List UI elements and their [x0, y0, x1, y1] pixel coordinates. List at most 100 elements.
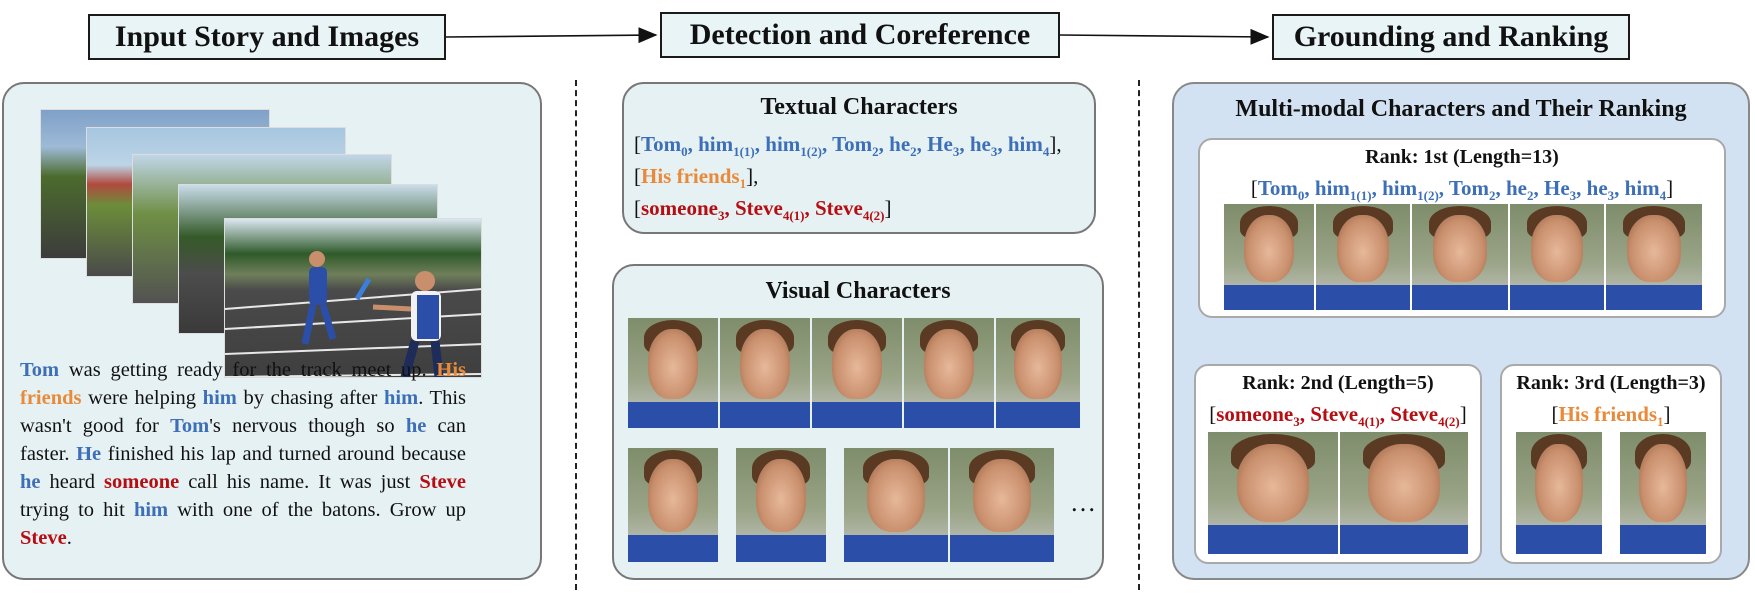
- mention-text: him: [1382, 176, 1418, 200]
- textual-characters-title: Textual Characters: [760, 94, 958, 120]
- mention-index: 3: [990, 144, 998, 160]
- visual-characters-panel: Visual Characters …: [612, 264, 1104, 580]
- mention: him1(2): [765, 132, 822, 158]
- mention-index: 4(2): [862, 208, 885, 224]
- mention-index: 1: [739, 176, 747, 192]
- mention: he3: [1586, 176, 1615, 204]
- mention: Tom0: [641, 132, 688, 160]
- mention-separator: ,: [804, 196, 815, 220]
- mention-text: him: [1007, 132, 1043, 156]
- visual-face-1: [628, 318, 718, 428]
- mention-text: He: [1543, 176, 1570, 200]
- story-mention-orange: His friends: [20, 359, 466, 409]
- visual-face-5: [996, 318, 1080, 428]
- stage-grounding-box: Grounding and Ranking: [1272, 14, 1630, 60]
- mention: him1(2): [1382, 176, 1439, 202]
- rank-3-face-2: [1620, 432, 1706, 554]
- mention-index: 0: [1297, 188, 1305, 204]
- mention-separator: ,: [916, 132, 928, 156]
- bracket-close: ]: [1666, 176, 1674, 200]
- mention-separator: ,: [1495, 176, 1506, 200]
- mention-index: 3: [1569, 188, 1577, 204]
- mention-separator: ,: [1299, 402, 1311, 426]
- rank-1-face-1: [1224, 204, 1314, 310]
- bracket-close: ]: [1663, 402, 1671, 426]
- mention: him4: [1624, 176, 1667, 202]
- mention-index: 0: [681, 144, 688, 160]
- visual-ellipsis: …: [1070, 488, 1096, 517]
- bracket-open: [: [634, 196, 641, 220]
- story-text-segment: by chasing after: [236, 387, 384, 409]
- mention: someone3: [1216, 402, 1300, 430]
- mention-text: he: [1586, 176, 1608, 200]
- story-image-5: [224, 218, 482, 378]
- bracket-open: [: [1209, 402, 1217, 426]
- bracket-close: ]: [746, 164, 754, 188]
- mention-text: His friends: [1558, 402, 1658, 426]
- mention-text: him: [1624, 176, 1660, 200]
- story-mention-red: someone: [104, 471, 180, 493]
- mention-text: His friends: [641, 164, 740, 188]
- bracket-close: ]: [1459, 402, 1467, 426]
- mention-index: 3: [1293, 414, 1300, 430]
- visual-face-8: [844, 448, 948, 562]
- story-text-segment: . This wasn't good for: [20, 387, 467, 437]
- story-mention-blue: him: [133, 499, 169, 521]
- bracket-open: [: [1250, 176, 1258, 200]
- story-panel: Tom was getting ready for the track meet…: [2, 82, 542, 580]
- story-text-segment: were helping: [81, 387, 203, 409]
- mention-text: he: [889, 132, 911, 156]
- mention-text: He: [927, 132, 953, 156]
- mention-text: Steve: [815, 196, 863, 220]
- mention-text: he: [1505, 176, 1527, 200]
- mention-index: 4(2): [1438, 414, 1460, 430]
- mention: Tom2: [832, 132, 879, 158]
- rank-3-faces: [1516, 432, 1710, 556]
- mention: His friends1: [641, 164, 747, 192]
- story-mention-blue: Tom: [20, 359, 60, 381]
- story-text-segment: finished his lap and turned around becau…: [101, 443, 466, 465]
- mention-index: 2: [1488, 188, 1496, 204]
- story-mention-blue: him: [202, 387, 237, 409]
- rank-1-face-3: [1412, 204, 1508, 310]
- visual-face-4: [904, 318, 994, 428]
- story-text-segment: .: [66, 527, 72, 549]
- mention-text: Steve: [735, 196, 783, 220]
- story-text-segment: was getting ready for the track meet up.: [59, 359, 437, 381]
- mention-separator: ,: [1438, 176, 1449, 200]
- rank-1-face-4: [1510, 204, 1604, 310]
- mention-index: 4: [1042, 144, 1050, 160]
- mention-index: 1(1): [1349, 188, 1372, 204]
- grounding-panel: Multi-modal Characters and Their Ranking…: [1172, 82, 1750, 580]
- mention: He3: [927, 132, 959, 158]
- track-scene: [225, 251, 481, 377]
- mention: he2: [1505, 176, 1534, 202]
- story-text-segment: can faster.: [20, 415, 466, 465]
- rank-2-face-2: [1340, 432, 1468, 554]
- runner-figure-1: [301, 251, 337, 345]
- rank-2-mentions: [someone3, Steve4(1), Steve4(2)]: [1196, 398, 1480, 430]
- stage-detection-label: Detection and Coreference: [689, 18, 1031, 51]
- story-text-segment: trying to hit: [20, 499, 134, 521]
- mention-text: him: [1314, 176, 1350, 200]
- mention-text: him: [698, 132, 734, 156]
- story-mention-red: Steve: [20, 527, 67, 549]
- arrow-detection-to-grounding: [1059, 28, 1270, 45]
- visual-face-6: [628, 448, 718, 562]
- mention-index: 3: [1607, 188, 1615, 204]
- mention-separator: ,: [1533, 176, 1544, 200]
- rank-1-face-5: [1606, 204, 1702, 310]
- mention-separator: ,: [878, 132, 890, 156]
- stage-grounding-label: Grounding and Ranking: [1293, 20, 1609, 53]
- mention: someone3: [641, 196, 725, 224]
- separator-left: [575, 80, 577, 590]
- mention-separator: ,: [724, 196, 735, 220]
- mention-index: 3: [718, 208, 725, 224]
- story-text: Tom was getting ready for the track meet…: [20, 356, 466, 552]
- visual-face-2: [720, 318, 810, 428]
- mention-index: 4(1): [782, 208, 805, 224]
- visual-face-7: [736, 448, 826, 562]
- mention-separator: ,: [997, 132, 1008, 156]
- story-mention-blue: him: [384, 387, 419, 409]
- visual-face-row-top: [628, 318, 1098, 428]
